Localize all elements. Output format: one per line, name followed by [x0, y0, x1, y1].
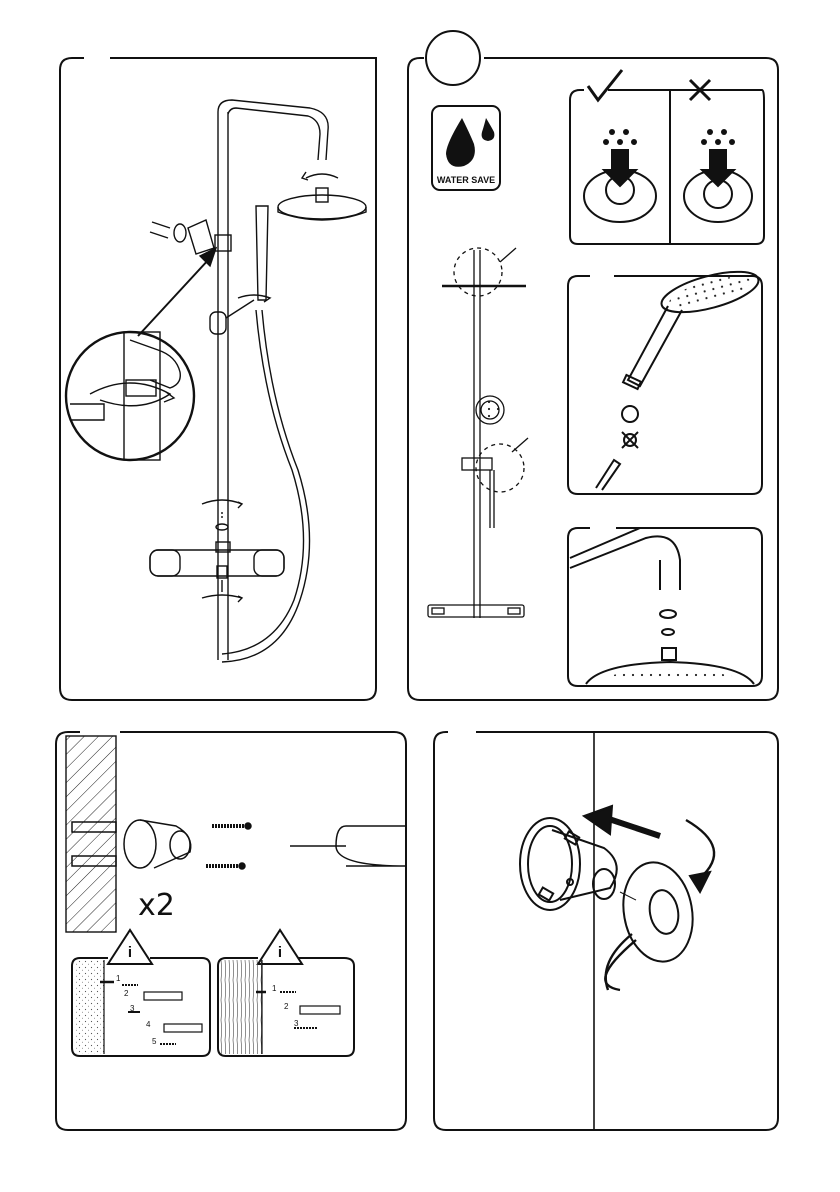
- info-mark-wood: i: [274, 944, 286, 961]
- panel-rosette: [434, 732, 778, 1130]
- overhead-shower-filter-detail: [568, 528, 762, 686]
- shower-column-small: [428, 248, 528, 618]
- plaster-step-2: 2: [124, 989, 128, 998]
- filter-correct-incorrect: [570, 70, 764, 244]
- wall-plug-and-screws: [72, 820, 406, 869]
- plaster-step-4: 4: [146, 1020, 150, 1029]
- wood-step-2: 2: [284, 1002, 288, 1011]
- wall-section: [66, 736, 116, 932]
- info-wood-wall: [218, 930, 354, 1056]
- info-mark-plaster: i: [124, 944, 136, 961]
- multiplier-label: x2: [138, 888, 175, 923]
- wood-step-3: 3: [294, 1019, 298, 1028]
- hand-shower-filter-detail: [568, 264, 762, 494]
- wood-step-1: 1: [272, 984, 276, 993]
- rosette-drawing: [520, 806, 714, 990]
- water-save-label: WATER SAVE: [434, 175, 498, 185]
- plaster-step-5: 5: [152, 1037, 156, 1046]
- shower-column-drawing: [66, 100, 366, 662]
- plaster-step-1: 1: [116, 974, 120, 983]
- plaster-step-3: 3: [130, 1004, 134, 1013]
- info-plaster-wall: [72, 930, 210, 1056]
